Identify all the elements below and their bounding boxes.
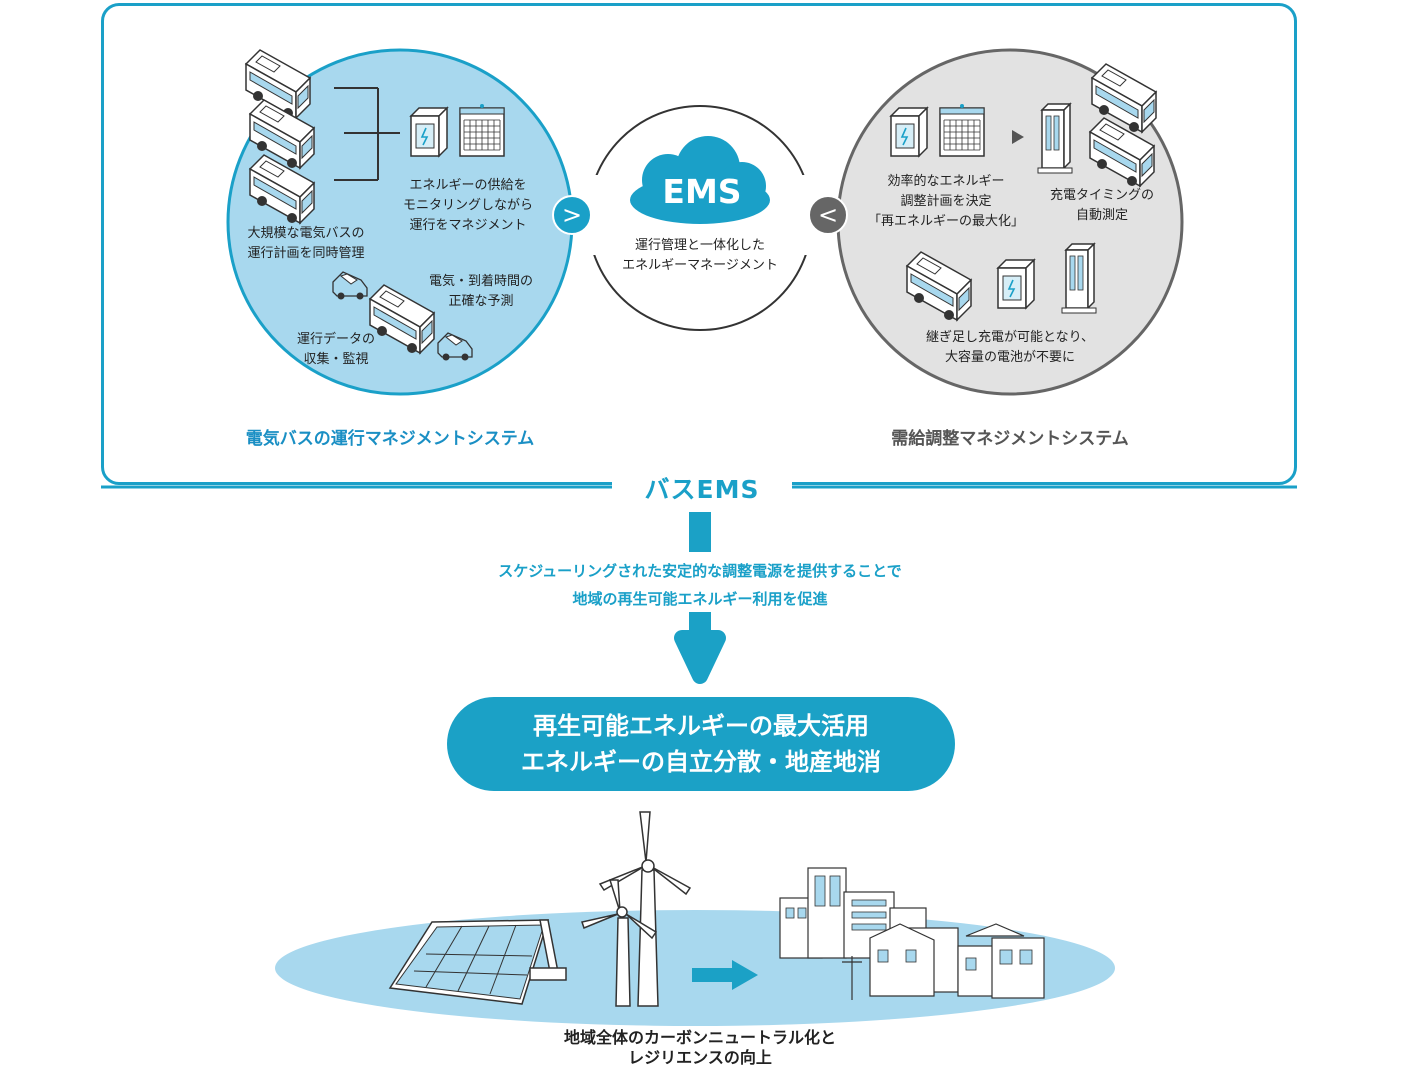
center-caption-line: 運行管理と一体化した xyxy=(634,238,765,253)
chevron-right-icon: > xyxy=(561,201,583,229)
result-pill: 再生可能エネルギーの最大活用 エネルギーの自立分散・地産地消 xyxy=(447,697,955,791)
label-collect: 運行データの 収集・監視 xyxy=(276,330,396,370)
right-system-title: 需給調整マネジメントシステム xyxy=(891,429,1129,449)
label-plan-line: 効率的なエネルギー xyxy=(887,174,1005,189)
label-supply-line: 運行をマネジメント xyxy=(409,218,527,233)
label-charge-line: 継ぎ足し充電が可能となり、 xyxy=(925,330,1095,345)
label-timing-line: 自動測定 xyxy=(1075,208,1128,223)
label-collect-line: 運行データの xyxy=(296,332,375,347)
bottom-caption: 地域全体のカーボンニュートラル化と レジリエンスの向上 xyxy=(480,1028,920,1068)
label-charge-line: 大容量の電池が不要に xyxy=(944,350,1075,365)
result-pill-line: 再生可能エネルギーの最大活用 xyxy=(533,712,869,740)
label-predict-line: 電気・到着時間の xyxy=(428,274,533,289)
promote-text-line: 地域の再生可能エネルギー利用を促進 xyxy=(572,590,828,608)
frame-gap xyxy=(612,478,792,492)
label-predict: 電気・到着時間の 正確な予測 xyxy=(406,272,556,312)
left-system-title: 電気バスの運行マネジメントシステム xyxy=(245,429,535,449)
label-collect-line: 収集・監視 xyxy=(303,352,369,367)
label-plan-line: 調整計画を決定 xyxy=(900,194,992,209)
bottom-caption-line: レジリエンスの向上 xyxy=(628,1048,772,1067)
frame-title: バスEMS xyxy=(644,475,760,504)
label-large-scale: 大規模な電気バスの 運行計画を同時管理 xyxy=(226,224,386,264)
label-supply: エネルギーの供給を モニタリングしながら 運行をマネジメント xyxy=(378,176,558,236)
label-plan: 効率的なエネルギー 調整計画を決定 「再エネルギーの最大化」 xyxy=(856,172,1036,232)
ems-cloud-label: EMS xyxy=(662,172,742,211)
promote-text-line: スケジューリングされた安定的な調整電源を提供することで xyxy=(498,562,902,580)
label-plan-line: 「再エネルギーの最大化」 xyxy=(867,214,1024,229)
label-supply-line: エネルギーの供給を xyxy=(409,178,527,193)
label-large-line: 運行計画を同時管理 xyxy=(247,246,365,261)
promote-text: スケジューリングされた安定的な調整電源を提供することで 地域の再生可能エネルギー… xyxy=(390,557,1010,613)
label-timing-line: 充電タイミングの xyxy=(1049,188,1154,203)
bottom-caption-line: 地域全体のカーボンニュートラル化と xyxy=(563,1028,836,1047)
chevron-left-icon: < xyxy=(817,201,839,229)
result-pill-line: エネルギーの自立分散・地産地消 xyxy=(521,748,881,776)
center-caption-line: エネルギーマネージメント xyxy=(622,258,778,273)
label-large-line: 大規模な電気バスの xyxy=(247,226,365,241)
label-predict-line: 正確な予測 xyxy=(448,294,514,309)
label-charge: 継ぎ足し充電が可能となり、 大容量の電池が不要に xyxy=(900,328,1120,368)
label-timing: 充電タイミングの 自動測定 xyxy=(1032,186,1172,226)
center-caption: 運行管理と一体化した エネルギーマネージメント xyxy=(600,236,800,276)
label-supply-line: モニタリングしながら xyxy=(402,198,533,213)
